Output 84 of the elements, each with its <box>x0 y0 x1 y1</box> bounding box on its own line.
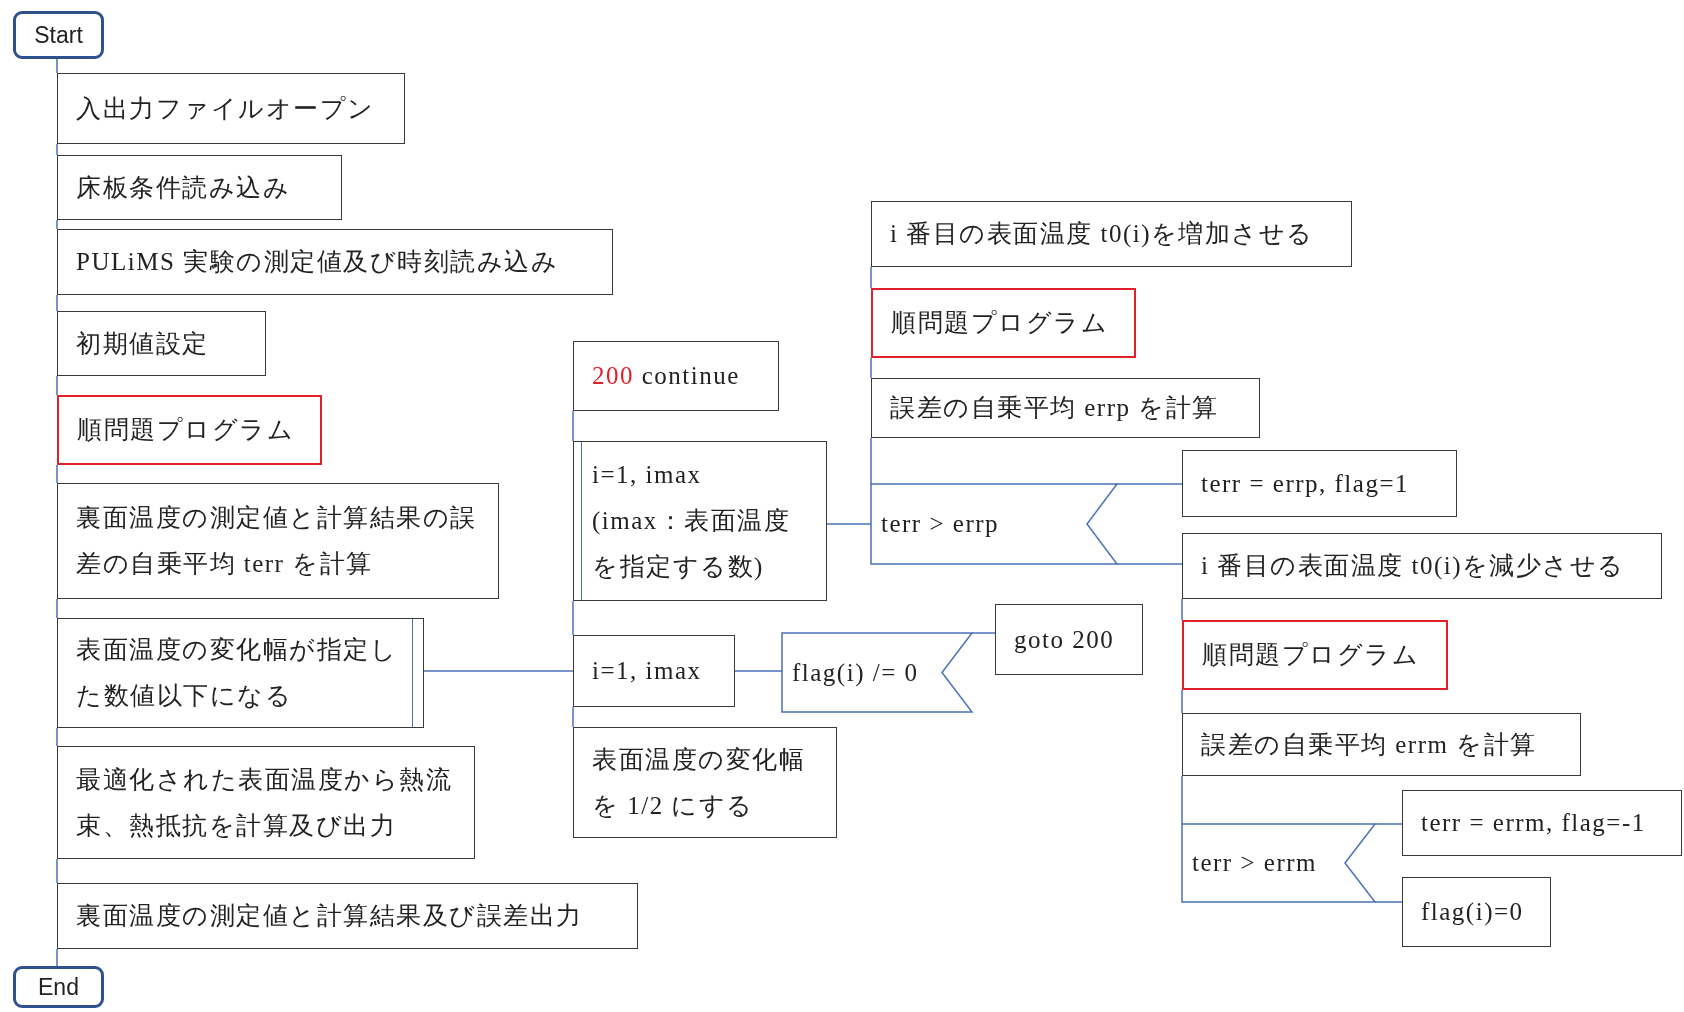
connector-line <box>56 464 58 484</box>
process-box <box>573 727 837 838</box>
connector-line <box>572 410 574 442</box>
connector-line <box>971 632 996 634</box>
step-text: flag(i)=0 <box>1421 897 1525 928</box>
step-text: 初期値設定 <box>76 328 210 359</box>
connector-line <box>1181 775 1183 825</box>
process-box <box>573 635 735 707</box>
connector-line <box>56 294 58 312</box>
step-text: i 番目の表面温度 t0(i)を減少させる <box>1201 551 1626 582</box>
step-text: 最適化された表面温度から熱流束、熱抵抗を計算及び出力 <box>76 764 453 841</box>
connector-line <box>1374 901 1403 903</box>
step-text: 入出力ファイルオープン <box>76 93 376 124</box>
connector-line <box>56 143 58 156</box>
step-text: i=1, imax <box>592 460 703 490</box>
connector-line <box>870 437 872 485</box>
terminal-label: Start <box>34 21 83 50</box>
step-text: 床板条件読み込み <box>76 172 291 203</box>
step-text: terr = errp, flag=1 <box>1201 468 1410 499</box>
process-box <box>1402 877 1551 947</box>
connector-line <box>1116 563 1183 565</box>
process-box <box>871 288 1136 358</box>
process-box <box>1182 713 1581 776</box>
connector-line <box>56 948 58 967</box>
process-box <box>871 378 1260 438</box>
connector-line <box>56 727 58 747</box>
connector-line <box>826 523 872 525</box>
step-text: 表面温度の変化幅が指定した数値以下になる <box>76 635 398 711</box>
process-box <box>1182 620 1448 690</box>
connector-line <box>870 266 872 289</box>
connector-line <box>56 58 58 74</box>
connector-line <box>56 598 58 619</box>
process-box <box>1182 533 1662 599</box>
connector-line <box>572 600 574 636</box>
terminal-label: End <box>38 973 79 1002</box>
condition-text: terr > errm <box>1192 848 1318 878</box>
terminal-box <box>13 11 104 59</box>
connector-line <box>56 375 58 396</box>
step-text: 裏面温度の測定値と計算結果の誤差の自乗平均 terr を計算 <box>76 503 478 579</box>
step-text: 順問題プログラム <box>1202 640 1420 670</box>
terminal-box <box>13 966 104 1008</box>
step-text: goto 200 <box>1014 624 1116 655</box>
decision-shape <box>871 484 1117 564</box>
connector-line <box>1181 689 1183 714</box>
step-text: 順問題プログラム <box>891 308 1109 338</box>
step-text: 誤差の自乗平均 errm を計算 <box>1201 729 1538 760</box>
step-text: 表面温度の変化幅を 1/2 にする <box>592 744 806 821</box>
process-box <box>57 746 475 859</box>
process-box <box>1402 790 1682 856</box>
connector-line <box>1181 598 1183 621</box>
process-box <box>57 73 405 144</box>
connector-line <box>1374 823 1403 825</box>
step-text: (imax：表面温度を指定する数) <box>592 506 792 582</box>
connector-line <box>1116 483 1183 485</box>
process-box <box>57 229 613 295</box>
step-text: terr = errm, flag=-1 <box>1421 808 1647 838</box>
condition-text: terr > errp <box>881 509 1001 539</box>
connector-line <box>870 357 872 379</box>
step-text: 裏面温度の測定値と計算結果及び誤差出力 <box>76 901 584 931</box>
loop-box <box>573 441 827 601</box>
connector-line <box>572 706 574 728</box>
process-box <box>871 201 1352 267</box>
connector-line <box>734 670 783 672</box>
process-box <box>57 311 266 376</box>
step-text: 誤差の自乗平均 errp を計算 <box>890 393 1220 423</box>
decision-shape <box>782 633 972 712</box>
loop-box <box>57 618 424 728</box>
process-box <box>57 883 638 949</box>
process-box <box>57 483 499 599</box>
process-box <box>995 604 1143 675</box>
process-box <box>57 395 322 465</box>
step-text: PULiMS 実験の測定値及び時刻読み込み <box>76 247 560 277</box>
connector-line <box>423 670 574 672</box>
process-box <box>1182 450 1457 517</box>
step-text: 順問題プログラム <box>77 415 295 445</box>
connector-line <box>56 858 58 884</box>
decision-shape <box>1182 824 1375 902</box>
step-text: 200 continue <box>592 361 741 391</box>
step-text: i=1, imax <box>592 656 703 686</box>
process-box <box>573 341 779 411</box>
process-box <box>57 155 342 220</box>
connector-line <box>56 219 58 230</box>
step-text: i 番目の表面温度 t0(i)を増加させる <box>890 219 1315 250</box>
condition-text: flag(i) /= 0 <box>792 657 920 689</box>
